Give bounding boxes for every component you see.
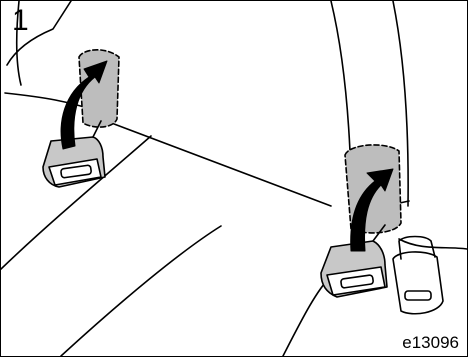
seat-crease-line [85, 113, 331, 206]
cushion-line-center [61, 226, 221, 356]
cushion-line-right [283, 276, 331, 356]
step-number: 1 [12, 5, 29, 37]
figure-code: e13096 [402, 333, 459, 353]
